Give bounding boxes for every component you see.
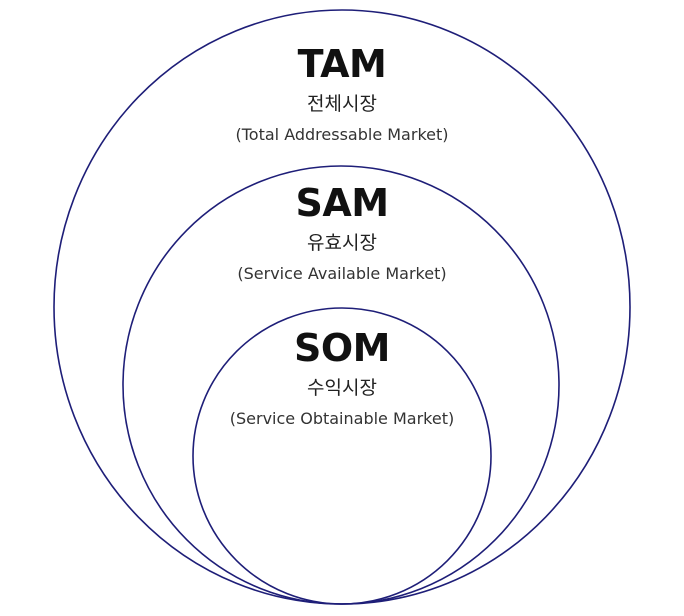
som-english-label: (Service Obtainable Market) — [229, 409, 455, 428]
som-circle — [192, 307, 492, 605]
tam-english-label: (Total Addressable Market) — [235, 125, 449, 144]
som-korean-label: 수익시장 — [307, 377, 377, 399]
tam-korean-label: 전체시장 — [307, 93, 377, 115]
sam-acronym: SAM — [295, 181, 389, 225]
som-acronym: SOM — [294, 326, 391, 370]
sam-english-label: (Service Available Market) — [237, 264, 447, 283]
som-label: SOM 수익시장 (Service Obtainable Market) — [0, 326, 684, 430]
sam-korean-label: 유효시장 — [307, 232, 377, 254]
tam-label: TAM 전체시장 (Total Addressable Market) — [0, 42, 684, 146]
sam-label: SAM 유효시장 (Service Available Market) — [0, 181, 684, 285]
tam-acronym: TAM — [297, 42, 387, 86]
